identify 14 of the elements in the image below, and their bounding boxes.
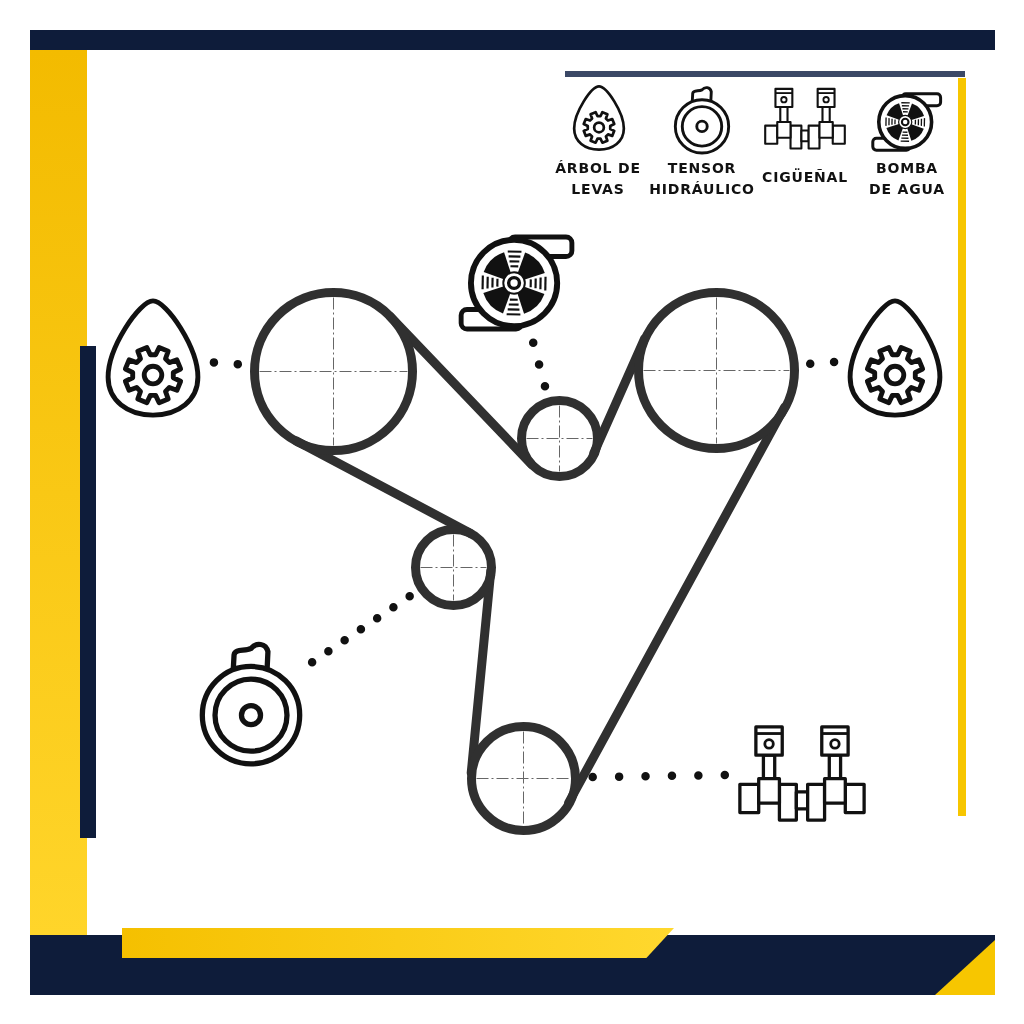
water-pump-icon [458,234,576,332]
camshaft-icon [846,297,944,419]
crankshaft-icon [738,724,866,824]
legend-label: ÁRBOL DE LEVAS [554,159,642,199]
pulley [249,287,417,455]
pulley [410,524,496,610]
pulley [633,287,799,453]
camshaft-icon [104,297,202,419]
tensioner-icon [198,640,304,767]
legend-label: CIGÜEÑAL [761,167,849,187]
pulley [516,395,602,481]
legend-label: TENSOR HIDRÁULICO [648,159,756,199]
pulley [466,721,580,835]
legend-label: BOMBA DE AGUA [868,159,946,199]
